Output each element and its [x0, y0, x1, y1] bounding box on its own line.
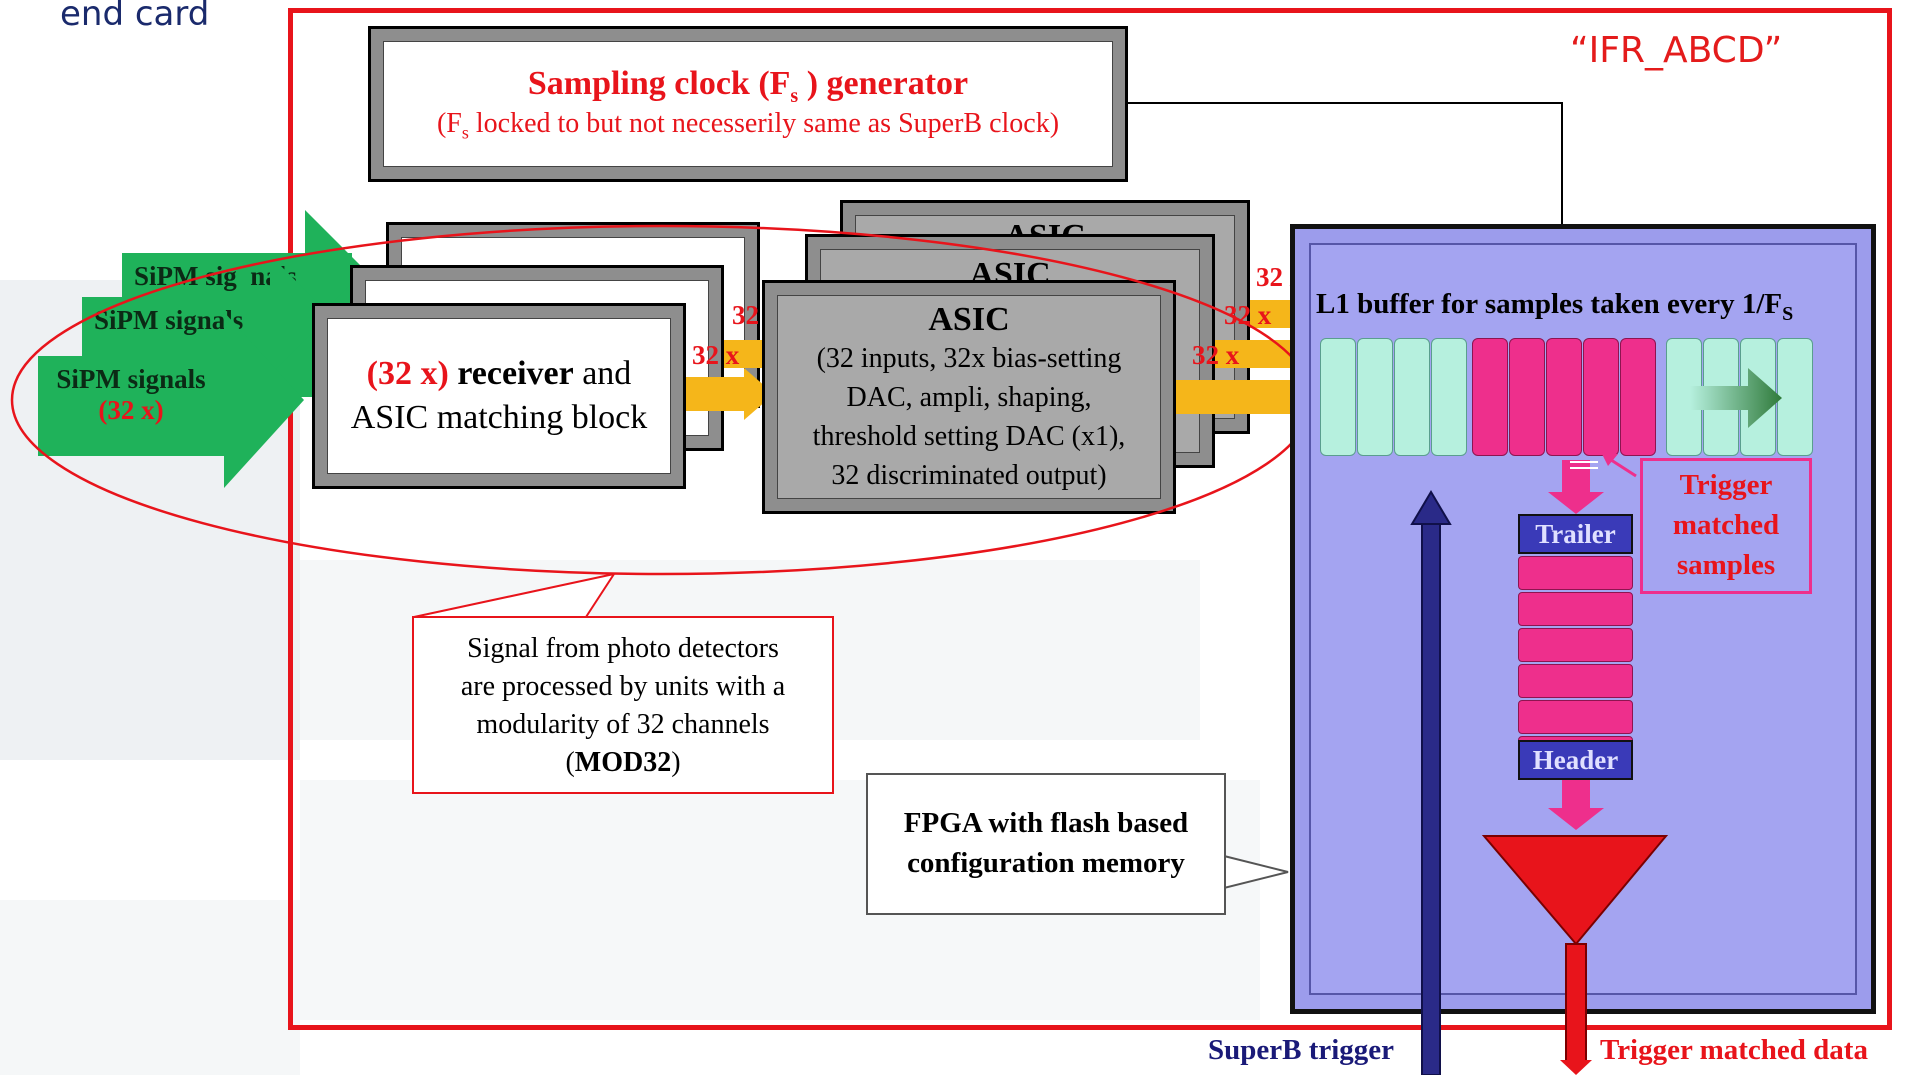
l1-buffer-label: L1 buffer for samples taken every 1/FS [1316, 288, 1794, 325]
buffer-cell [1357, 338, 1393, 456]
sampling-clock-box: Sampling clock (Fs ) generator (Fs locke… [368, 26, 1128, 182]
trigger-matched-data-label: Trigger matched data [1600, 1034, 1868, 1066]
page-title-fragment: end card [60, 0, 210, 34]
mod32-callout: Signal from photo detectors are processe… [412, 616, 834, 794]
background-panel-4 [0, 900, 300, 1075]
receiver-box: (32 x) receiver and ASIC matching block [312, 303, 686, 489]
bus-arrow-2 [724, 340, 766, 368]
buffer-cell [1431, 338, 1467, 456]
buffer-cell-triggered [1472, 338, 1508, 456]
board-label: “IFR_ABCD” [1570, 30, 1783, 71]
event-sample-slot [1518, 700, 1633, 734]
asic-output-arrow [1176, 380, 1290, 414]
event-sample-slot [1518, 556, 1633, 590]
sipm-signals-front: SiPM signals (32 x) [38, 356, 224, 456]
buffer-cell-triggered [1583, 338, 1619, 456]
buffer-cell-triggered [1546, 338, 1582, 456]
sampling-clock-title: Sampling clock (Fs ) generator [527, 64, 969, 107]
buffer-cell-triggered [1509, 338, 1545, 456]
bus-label-1: 32 x [692, 340, 740, 370]
buffer-cell [1777, 338, 1813, 456]
superb-trigger-label: SuperB trigger [1208, 1034, 1395, 1066]
trigger-samples-label: Trigger matched samples [1640, 458, 1812, 594]
event-sample-slot [1518, 628, 1633, 662]
board-frame [288, 8, 1892, 1030]
bus-arrow-1 [686, 377, 746, 411]
fpga-callout: FPGA with flash based configuration memo… [866, 773, 1226, 915]
trailer-slot: Trailer [1518, 514, 1633, 554]
sipm-arrow-tip-front [224, 312, 304, 488]
asic-bus-label-3: 32 x [1192, 340, 1240, 370]
buffer-cell [1394, 338, 1430, 456]
sampling-clock-note: (Fs locked to but not necesserily same a… [436, 107, 1060, 143]
asic-output-arrow-back-2 [1250, 300, 1290, 328]
asic-box: ASIC (32 inputs, 32x bias-setting DAC, a… [762, 280, 1176, 514]
event-sample-slot [1518, 664, 1633, 698]
buffer-cell-triggered [1620, 338, 1656, 456]
header-slot: Header [1518, 740, 1633, 780]
buffer-cell [1320, 338, 1356, 456]
event-sample-slot [1518, 592, 1633, 626]
